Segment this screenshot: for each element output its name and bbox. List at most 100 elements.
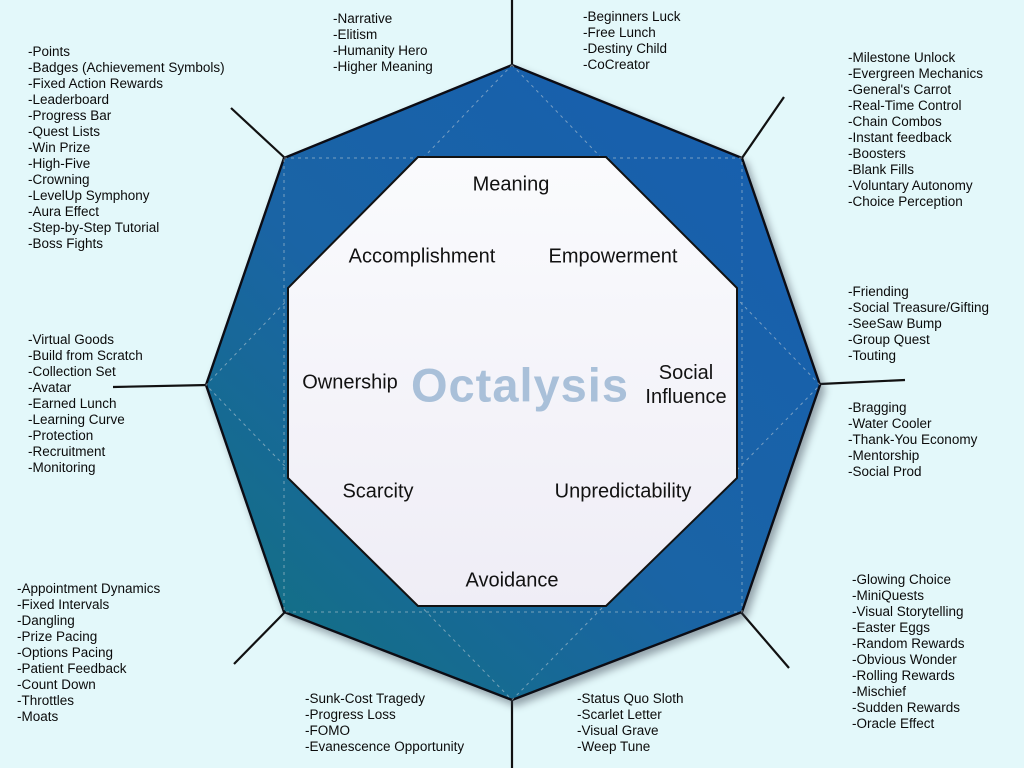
list-item: -Weep Tune [577,739,651,754]
drive-label-accomplishment: Accomplishment [348,245,496,268]
list-item: -Visual Storytelling [852,604,964,619]
list-item: -SeeSaw Bump [848,316,942,331]
list-item: -Friending [848,284,909,299]
list-item: -Points [28,44,71,59]
list-item: -Random Rewards [852,636,965,651]
list-item: -Protection [28,428,94,443]
list-item: -Build from Scratch [28,348,143,363]
mechanics-list-left-middle: -Virtual Goods-Build from Scratch-Collec… [28,332,143,476]
list-item: -Narrative [333,11,393,26]
list-item: -Obvious Wonder [852,652,957,667]
list-item: -Step-by-Step Tutorial [28,220,160,235]
list-item: -Boosters [848,146,906,161]
list-item: -Higher Meaning [333,59,433,74]
list-item: -Blank Fills [848,162,915,177]
list-item: -Milestone Unlock [848,50,956,65]
list-item: -Bragging [848,400,907,415]
mechanics-list-top-center-right: -Beginners Luck-Free Lunch-Destiny Child… [583,9,681,73]
list-item: -Aura Effect [28,204,100,219]
mechanics-list-bottom-center-right: -Status Quo Sloth-Scarlet Letter-Visual … [577,691,684,755]
connector-line-left [112,383,209,389]
list-item: -Social Treasure/Gifting [848,300,990,315]
connector-line-bottom-right [739,610,790,669]
list-item: -Count Down [17,677,96,692]
list-item: -Recruitment [28,444,106,459]
list-item: -Evergreen Mechanics [848,66,984,81]
list-item: -LevelUp Symphony [28,188,150,203]
list-item: -Free Lunch [583,25,656,40]
mechanics-list-right-lower: -Bragging-Water Cooler-Thank-You Economy… [848,400,977,480]
list-item: -Progress Loss [305,707,396,722]
list-item: -Fixed Action Rewards [28,76,164,91]
list-item: -Status Quo Sloth [577,691,684,706]
list-item: -Choice Perception [848,194,963,209]
list-item: -Sudden Rewards [852,700,961,715]
drive-label-meaning: Meaning [472,173,550,196]
list-item: -Patient Feedback [17,661,127,676]
list-item: -Monitoring [28,460,96,475]
list-item: -Visual Grave [577,723,659,738]
list-item: -Instant feedback [848,130,952,145]
list-item: -MiniQuests [852,588,925,603]
list-item: -Social Prod [848,464,922,479]
list-item: -Quest Lists [28,124,101,139]
list-item: -Touting [848,348,897,363]
list-item: -Avatar [28,380,72,395]
list-item: -High-Five [28,156,91,171]
list-item: -Fixed Intervals [17,597,110,612]
mechanics-list-bottom-right: -Glowing Choice-MiniQuests-Visual Storyt… [852,572,965,732]
list-item: -Voluntary Autonomy [848,178,973,193]
list-item: -Rolling Rewards [852,668,955,683]
list-item: -Prize Pacing [17,629,98,644]
list-item: -General's Carrot [848,82,952,97]
drive-label-ownership: Ownership [302,371,398,394]
list-item: -Oracle Effect [852,716,935,731]
mechanics-list-bottom-left: -Appointment Dynamics-Fixed Intervals-Da… [17,581,160,725]
inner-octagon [287,156,738,607]
mechanics-list-top-center-left: -Narrative-Elitism-Humanity Hero-Higher … [333,11,433,75]
connector-line-right [819,378,906,386]
drive-label-empowerment: Empowerment [548,245,678,268]
list-item: -Leaderboard [28,92,110,107]
list-item: -FOMO [305,723,350,738]
list-item: -Thank-You Economy [848,432,978,447]
list-item: -Boss Fights [28,236,104,251]
drive-label-scarcity: Scarcity [342,480,414,503]
list-item: -Appointment Dynamics [17,581,161,596]
mechanics-list-top-right: -Milestone Unlock-Evergreen Mechanics-Ge… [848,50,983,210]
list-item: -Glowing Choice [852,572,952,587]
dashed-square [283,157,743,613]
framework-title: Octalysis [410,358,630,412]
list-item: -Chain Combos [848,114,942,129]
connector-lines [112,0,906,768]
list-item: -Sunk-Cost Tragedy [305,691,426,706]
list-item: -Crowning [28,172,90,187]
connector-line-top-right [741,96,785,159]
list-item: -Collection Set [28,364,116,379]
list-item: -Water Cooler [848,416,932,431]
connector-line-top-left [230,107,287,160]
list-item: -Throttles [17,693,75,708]
list-item: -Real-Time Control [848,98,962,113]
list-item: -Moats [17,709,59,724]
connector-line-bottom-left [233,610,287,665]
list-item: -Easter Eggs [852,620,931,635]
list-item: -Mischief [852,684,907,699]
list-item: -Progress Bar [28,108,112,123]
list-item: -Evanescence Opportunity [305,739,465,754]
list-item: -Beginners Luck [583,9,681,24]
list-item: -Earned Lunch [28,396,117,411]
drive-label-avoidance: Avoidance [465,569,559,592]
list-item: -Elitism [333,27,378,42]
list-item: -Virtual Goods [28,332,115,347]
list-item: -Badges (Achievement Symbols) [28,60,225,75]
list-item: -Learning Curve [28,412,125,427]
list-item: -Options Pacing [17,645,114,660]
list-item: -CoCreator [583,57,650,72]
list-item: -Group Quest [848,332,930,347]
drive-label-unpredictability: Unpredictability [554,480,692,503]
mechanics-list-top-left: -Points-Badges (Achievement Symbols)-Fix… [28,44,225,252]
drive-label-social-influence: Social Influence [645,362,727,408]
